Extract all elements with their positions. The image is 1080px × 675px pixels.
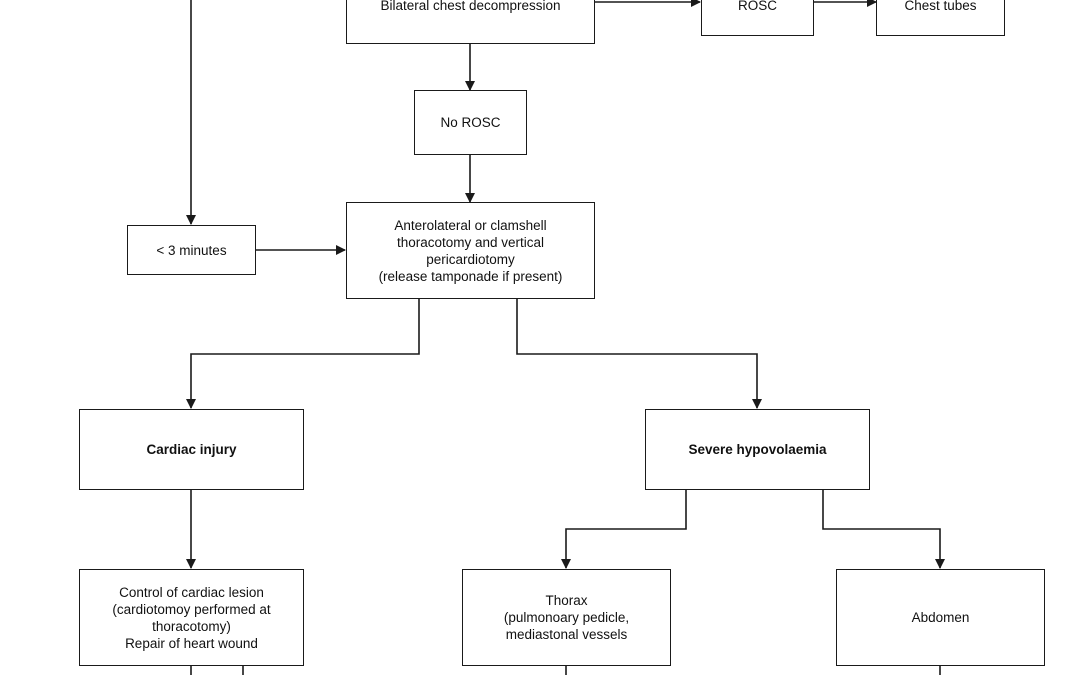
- node-label: Anterolateral or clamshell thoracotomy a…: [378, 217, 563, 284]
- node-severe-hypovolaemia: Severe hypovolaemia: [645, 409, 870, 490]
- node-cardiac-control: Control of cardiac lesion (cardiotomoy p…: [79, 569, 304, 666]
- node-thorax: Thorax (pulmonoary pedicle, mediastonal …: [462, 569, 671, 666]
- node-label: Abdomen: [911, 610, 970, 625]
- node-rosc: ROSC: [701, 0, 814, 36]
- node-label: ROSC: [737, 0, 777, 13]
- node-label: < 3 minutes: [156, 242, 227, 258]
- arrow-hypovolaemia-to-thorax: [561, 489, 687, 569]
- node-label: Severe hypovolaemia: [688, 442, 827, 457]
- arrow-thoracotomy-to-cardiac-injury: [186, 298, 420, 409]
- node-thoracotomy: Anterolateral or clamshell thoracotomy a…: [346, 202, 595, 299]
- node-chest-tubes: Chest tubes: [876, 0, 1005, 36]
- arrow-hypovolaemia-to-abdomen: [822, 489, 945, 569]
- node-label: Thorax (pulmonoary pedicle, mediastonal …: [503, 593, 630, 642]
- node-label: Control of cardiac lesion (cardiotomoy p…: [112, 584, 271, 651]
- node-label: No ROSC: [440, 115, 501, 130]
- node-abdomen: Abdomen: [836, 569, 1045, 666]
- node-label: Chest tubes: [904, 0, 977, 13]
- node-cardiac-injury: Cardiac injury: [79, 409, 304, 490]
- node-bilateral-chest-decompression: Bilateral chest decompression: [346, 0, 595, 44]
- arrow-thoracotomy-to-hypovolaemia: [516, 298, 762, 409]
- node-no-rosc: No ROSC: [414, 90, 527, 155]
- node-under-3-minutes: < 3 minutes: [127, 225, 256, 275]
- node-label: Bilateral chest decompression: [380, 0, 561, 13]
- node-label: Cardiac injury: [146, 442, 237, 457]
